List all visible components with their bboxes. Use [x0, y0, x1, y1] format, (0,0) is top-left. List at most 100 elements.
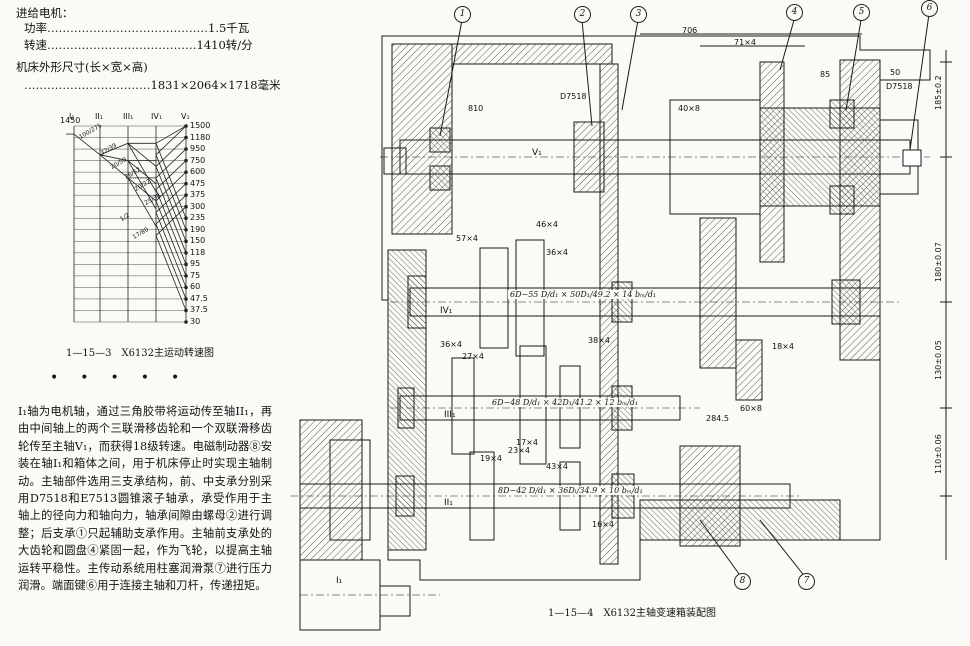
leader-1: [439, 19, 463, 137]
bearing-rear-lower: [429, 165, 451, 191]
speed-label: 750: [190, 155, 206, 165]
formula-ii: 8D−42 D/d₁ × 36Dₗ/34.9 × 10 bₘ/d₁: [496, 486, 645, 495]
speed-label: 47.5: [190, 293, 208, 303]
bearing-label-a: D7518: [560, 92, 587, 101]
speed-label: 30: [190, 317, 201, 326]
speed-label: 190: [190, 224, 206, 234]
dim-71x4: 71×4: [734, 38, 756, 47]
bearing-ii-left: [395, 475, 415, 517]
spec-power-value: ……………………………………1.5千瓦: [47, 21, 250, 35]
dim-36x4-b: 36×4: [440, 340, 462, 349]
spec-power: 功率……………………………………1.5千瓦: [24, 21, 249, 35]
spec-power-label: 功率: [24, 21, 47, 35]
leader-6: [909, 13, 930, 151]
leader-4: [779, 19, 795, 71]
speed-label: 1500: [190, 121, 211, 130]
speed-chart-column-label: I₁: [69, 112, 75, 121]
motor-gear: [379, 585, 411, 617]
speed-input: 1450: [60, 116, 81, 125]
body-paragraph: I₁轴为电机轴，通过三角胶带将运动传至轴II₁，再由中间轴上的两个三联滑移齿轮和…: [18, 405, 272, 593]
housing-wall-top: [451, 43, 613, 65]
speed-label: 475: [190, 178, 206, 188]
spec-speed: 转速…………………………………1410转/分: [24, 38, 253, 52]
speed-label: 118: [190, 247, 206, 257]
speed-label: 1180: [190, 132, 211, 142]
spec-speed-value: …………………………………1410转/分: [47, 38, 253, 52]
spec-speed-label: 转速: [24, 38, 47, 52]
dim-16x4: 16×4: [592, 520, 614, 529]
spindle-key: [902, 149, 922, 167]
dim-23x4: 23×4: [508, 446, 530, 455]
vdim-130: 130±0.05: [934, 340, 943, 380]
gear-v-left: [573, 121, 605, 193]
bearing-iv-mid: [611, 281, 633, 323]
callout-4: 4: [786, 4, 803, 21]
speed-label: 300: [190, 201, 206, 211]
bearing-iv-right: [831, 279, 861, 325]
dim-43x4: 43×4: [546, 462, 568, 471]
bearing-rear: [429, 127, 451, 153]
leader-7: [759, 519, 807, 579]
shaft-label-iv: IV₁: [440, 306, 453, 316]
shaft-label-i: I₁: [336, 576, 343, 586]
bearing-front: [829, 99, 855, 129]
gear-v-big: [759, 61, 785, 263]
pulley: [299, 419, 363, 561]
dim-38x4: 38×4: [588, 336, 610, 345]
dim-85: 85: [820, 70, 831, 79]
callout-2: 2: [574, 6, 591, 23]
leader-3: [621, 19, 639, 111]
motor-stub: [383, 147, 407, 175]
speed-label: 950: [190, 144, 206, 154]
gear-iv-4: [735, 339, 763, 401]
shaft-label-iii: III₁: [444, 410, 456, 420]
separator-dots: •••••: [50, 370, 202, 386]
dim-27x4: 27×4: [462, 352, 484, 361]
bearing-ii-right: [611, 473, 635, 519]
vdim-180: 180±0.07: [934, 242, 943, 282]
gear-ii-1: [469, 451, 495, 541]
formula-iv: 6D−55 D/d₁ × 50D₁/49.2 × 14 bₘ/d₁: [508, 290, 659, 299]
bearing-iii-left: [397, 387, 415, 429]
formula-iii: 6D−48 D/d₁ × 42D₁/41.2 × 12 bₘ/d₁: [490, 398, 641, 407]
speed-label: 235: [190, 213, 206, 223]
shaft-label-v: V₁: [532, 148, 542, 158]
speed-label: 37.5: [190, 305, 208, 315]
speed-label: 600: [190, 167, 206, 177]
spec-dims-label: 机床外形尺寸(长×宽×高): [16, 60, 148, 74]
pulley-inner: [329, 439, 371, 541]
callout-7: 7: [798, 573, 815, 590]
speed-label: 75: [190, 270, 201, 280]
spec-motor-header: 进给电机：: [16, 6, 74, 20]
speed-label: 150: [190, 236, 206, 246]
callout-1: 1: [454, 6, 471, 23]
gear-ii-2: [559, 461, 581, 531]
speed-label: 375: [190, 190, 206, 200]
dim-60x8: 60×8: [740, 404, 762, 413]
dim-18x4: 18×4: [772, 342, 794, 351]
gear-v-mid: [669, 99, 761, 215]
speed-label: 95: [190, 259, 201, 269]
dim-40x8: 40×8: [678, 104, 700, 113]
dim-810: 810: [468, 104, 484, 113]
callout-3: 3: [630, 6, 647, 23]
bearing-iii-right: [611, 385, 633, 431]
speed-chart-column-label: III₁: [123, 112, 134, 121]
gear-iv-1: [479, 247, 509, 349]
callout-8: 8: [734, 573, 751, 590]
callout-6: 6: [921, 0, 938, 17]
gear-iii-3: [559, 365, 581, 449]
speed-chart-column-label: II₁: [95, 112, 103, 121]
bearing-iv-left: [407, 275, 427, 329]
speed-chart-caption: 1—15—3 X6132主运动转速图: [66, 348, 215, 359]
dim-46x4: 46×4: [536, 220, 558, 229]
speed-chart-column-label: V₁: [181, 112, 190, 121]
bearing-label-b: D7518: [886, 82, 913, 91]
shaft-label-ii: II₁: [444, 498, 453, 508]
drawing-caption: 1—15—4 X6132主轴变速箱装配图: [548, 608, 717, 619]
speed-label: 60: [190, 282, 201, 292]
leader-8: [699, 519, 743, 579]
gear-iii-1: [451, 357, 475, 455]
dim-19x4: 19×4: [480, 454, 502, 463]
